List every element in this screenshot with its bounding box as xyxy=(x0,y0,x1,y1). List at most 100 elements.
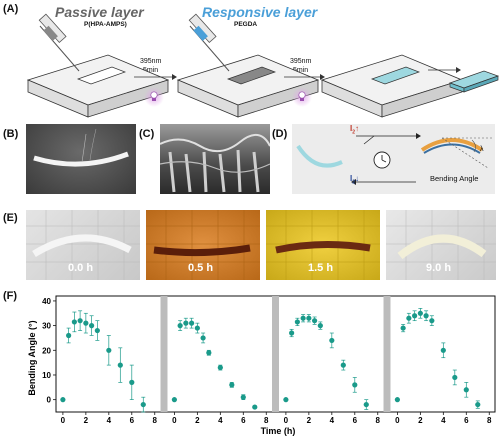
syringe-2-icon xyxy=(188,13,230,72)
x-axis-label: Time (h) xyxy=(261,426,296,436)
responsive-layer-title: Responsive layer xyxy=(202,4,318,20)
photo-0h: 0.0 h xyxy=(26,210,140,280)
x-tick-label-1-4: 8 xyxy=(264,416,269,425)
data-point-1-2 xyxy=(183,320,189,326)
data-point-0-0 xyxy=(60,397,66,403)
data-point-3-0 xyxy=(394,397,400,403)
y-tick-label-4: 40 xyxy=(42,297,51,306)
segment-separator-1 xyxy=(272,296,279,412)
data-point-0-3 xyxy=(77,318,83,324)
data-point-0-5 xyxy=(88,323,95,329)
data-point-1-3 xyxy=(189,320,195,326)
x-tick-label-0-3: 6 xyxy=(130,416,135,425)
data-point-2-3 xyxy=(300,315,306,321)
data-point-2-5 xyxy=(311,318,318,324)
passive-layer-title: Passive layer xyxy=(55,4,144,20)
data-point-3-6 xyxy=(429,318,435,324)
time-label-0h: 0.0 h xyxy=(68,262,94,274)
x-tick-label-3-2: 4 xyxy=(441,416,446,425)
panel-label-a: (A) xyxy=(3,3,19,15)
photo-9h: 9.0 h xyxy=(386,210,496,280)
step1-time: 5min xyxy=(143,67,159,74)
data-point-3-2 xyxy=(406,315,412,321)
data-point-1-10 xyxy=(252,404,258,410)
x-tick-label-0-4: 8 xyxy=(153,416,158,425)
y-tick-label-2: 20 xyxy=(42,346,51,355)
mechanism-panel: I2↑ I2↓ λ Bending Angle xyxy=(292,124,495,194)
panel-label-e: (E) xyxy=(3,212,18,224)
data-point-0-10 xyxy=(140,401,146,408)
segment-separator-0 xyxy=(160,296,168,412)
schematic-svg xyxy=(26,13,500,118)
x-tick-label-1-0: 0 xyxy=(172,416,177,425)
photo-0-5h: 0.5 h xyxy=(146,210,260,280)
strip-swelling xyxy=(420,138,484,152)
x-tick-label-2-0: 0 xyxy=(284,416,289,425)
panel-label-c: (C) xyxy=(139,128,155,140)
data-point-1-0 xyxy=(171,397,177,403)
x-tick-label-3-4: 8 xyxy=(487,416,492,425)
segment-separator-2 xyxy=(383,296,391,412)
passive-material-label: P(HPA-AMPS) xyxy=(84,21,127,28)
x-tick-label-3-0: 0 xyxy=(395,416,400,425)
data-point-0-9 xyxy=(129,379,135,385)
x-tick-label-1-3: 6 xyxy=(241,416,246,425)
photo-c-sem xyxy=(160,124,270,194)
data-point-0-7 xyxy=(106,347,112,353)
data-point-0-1 xyxy=(66,332,72,339)
data-point-3-4 xyxy=(417,310,423,316)
data-point-2-0 xyxy=(283,397,289,403)
data-point-2-8 xyxy=(340,362,346,368)
time-label-9h: 9.0 h xyxy=(426,262,452,274)
time-label-0-5h: 0.5 h xyxy=(188,262,214,274)
data-point-2-4 xyxy=(306,315,312,321)
i2-decrease-label: I2↓ xyxy=(350,174,360,186)
panel-label-d: (D) xyxy=(272,128,288,140)
time-label-1-5h: 1.5 h xyxy=(308,262,334,274)
x-tick-label-0-2: 4 xyxy=(107,416,112,425)
data-point-0-4 xyxy=(83,320,89,326)
data-point-2-9 xyxy=(352,382,358,388)
step2-wavelength: 395nm xyxy=(290,58,312,65)
data-point-1-8 xyxy=(229,382,235,388)
panel-label-b: (B) xyxy=(3,128,19,140)
data-point-1-7 xyxy=(217,364,223,371)
photo-1-5h: 1.5 h xyxy=(266,210,380,280)
y-tick-label-0: 0 xyxy=(47,396,52,405)
i2-increase-label: I2↑ xyxy=(350,124,360,136)
data-point-0-6 xyxy=(94,327,100,334)
data-point-1-4 xyxy=(194,325,200,331)
x-tick-label-3-3: 6 xyxy=(464,416,469,425)
data-point-2-10 xyxy=(363,401,369,408)
x-tick-label-0-1: 2 xyxy=(84,416,89,425)
bending-angle-label: Bending Angle xyxy=(430,174,479,183)
data-point-3-1 xyxy=(400,325,406,331)
data-point-0-2 xyxy=(71,319,77,325)
x-tick-label-1-1: 2 xyxy=(195,416,200,425)
data-point-1-5 xyxy=(200,335,206,341)
y-tick-label-1: 10 xyxy=(42,371,51,380)
syringe-1-icon xyxy=(38,13,80,72)
y-axis-label: Bending Angle (°) xyxy=(27,320,37,395)
step1-wavelength: 395nm xyxy=(140,58,162,65)
x-tick-label-2-4: 8 xyxy=(376,416,381,425)
step2-time: 5min xyxy=(293,67,309,74)
data-point-2-2 xyxy=(294,319,300,325)
x-tick-label-3-1: 2 xyxy=(418,416,423,425)
data-point-3-5 xyxy=(423,313,429,319)
data-point-3-3 xyxy=(412,313,418,319)
data-point-2-7 xyxy=(329,337,335,344)
data-point-3-7 xyxy=(440,347,446,353)
data-point-2-1 xyxy=(289,330,295,336)
data-point-1-1 xyxy=(177,323,183,329)
x-tick-label-2-2: 4 xyxy=(330,416,335,425)
x-tick-label-0-0: 0 xyxy=(61,416,66,425)
x-tick-label-2-3: 6 xyxy=(353,416,358,425)
data-point-2-6 xyxy=(317,323,323,329)
mold-3 xyxy=(320,54,464,118)
bilayer-strip xyxy=(448,70,500,93)
data-point-1-9 xyxy=(240,394,246,400)
